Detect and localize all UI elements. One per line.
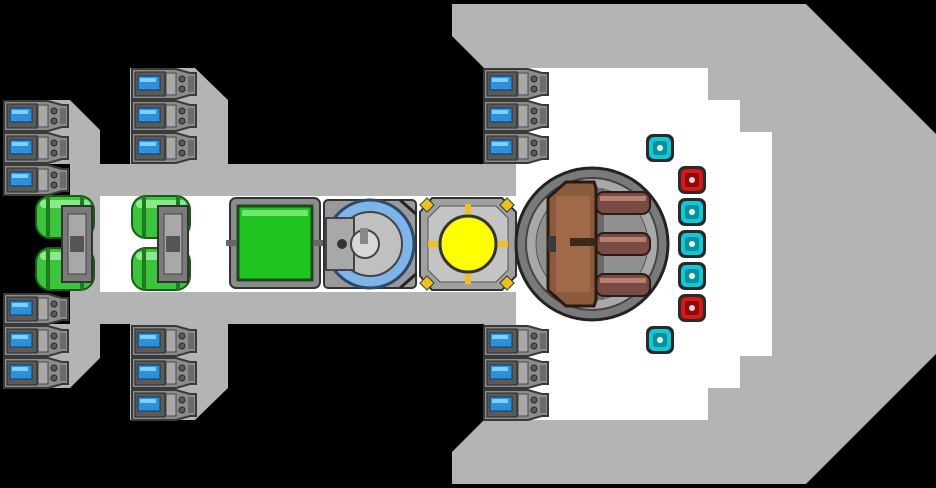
thruster-icon (3, 100, 69, 132)
crystal-icon (646, 326, 674, 354)
crystal-icon (678, 262, 706, 290)
thruster-icon (3, 164, 69, 196)
thruster-icon (3, 325, 69, 357)
thrusters-left-lower (3, 293, 69, 389)
crystal-icon (678, 294, 706, 322)
thruster-icon (483, 132, 549, 164)
thrusters-mid-lower (131, 325, 197, 421)
thruster-icon (131, 68, 197, 100)
thruster-icon (483, 389, 549, 421)
thruster-icon (3, 357, 69, 389)
turret-icon (514, 166, 670, 322)
thruster-icon (131, 100, 197, 132)
thruster-icon (131, 357, 197, 389)
thruster-icon (3, 293, 69, 325)
thrusters-front-upper (483, 68, 549, 164)
engine-pod-icon (131, 195, 191, 291)
thruster-icon (131, 389, 197, 421)
crystal-icon (678, 166, 706, 194)
thrusters-left-upper (3, 100, 69, 196)
thruster-icon (483, 357, 549, 389)
thruster-icon (131, 132, 197, 164)
crystal-icon (678, 198, 706, 226)
thruster-icon (131, 325, 197, 357)
power-core-icon (419, 197, 517, 291)
thrusters-front-lower (483, 325, 549, 421)
shield-generator-icon (323, 198, 417, 290)
thruster-icon (483, 68, 549, 100)
thruster-icon (483, 100, 549, 132)
crystal-icon (678, 230, 706, 258)
thruster-icon (3, 132, 69, 164)
reactor-icon (226, 197, 324, 289)
thrusters-mid-upper (131, 68, 197, 164)
thruster-icon (483, 325, 549, 357)
engine-pod-icon (35, 195, 95, 291)
crystal-icon (646, 134, 674, 162)
